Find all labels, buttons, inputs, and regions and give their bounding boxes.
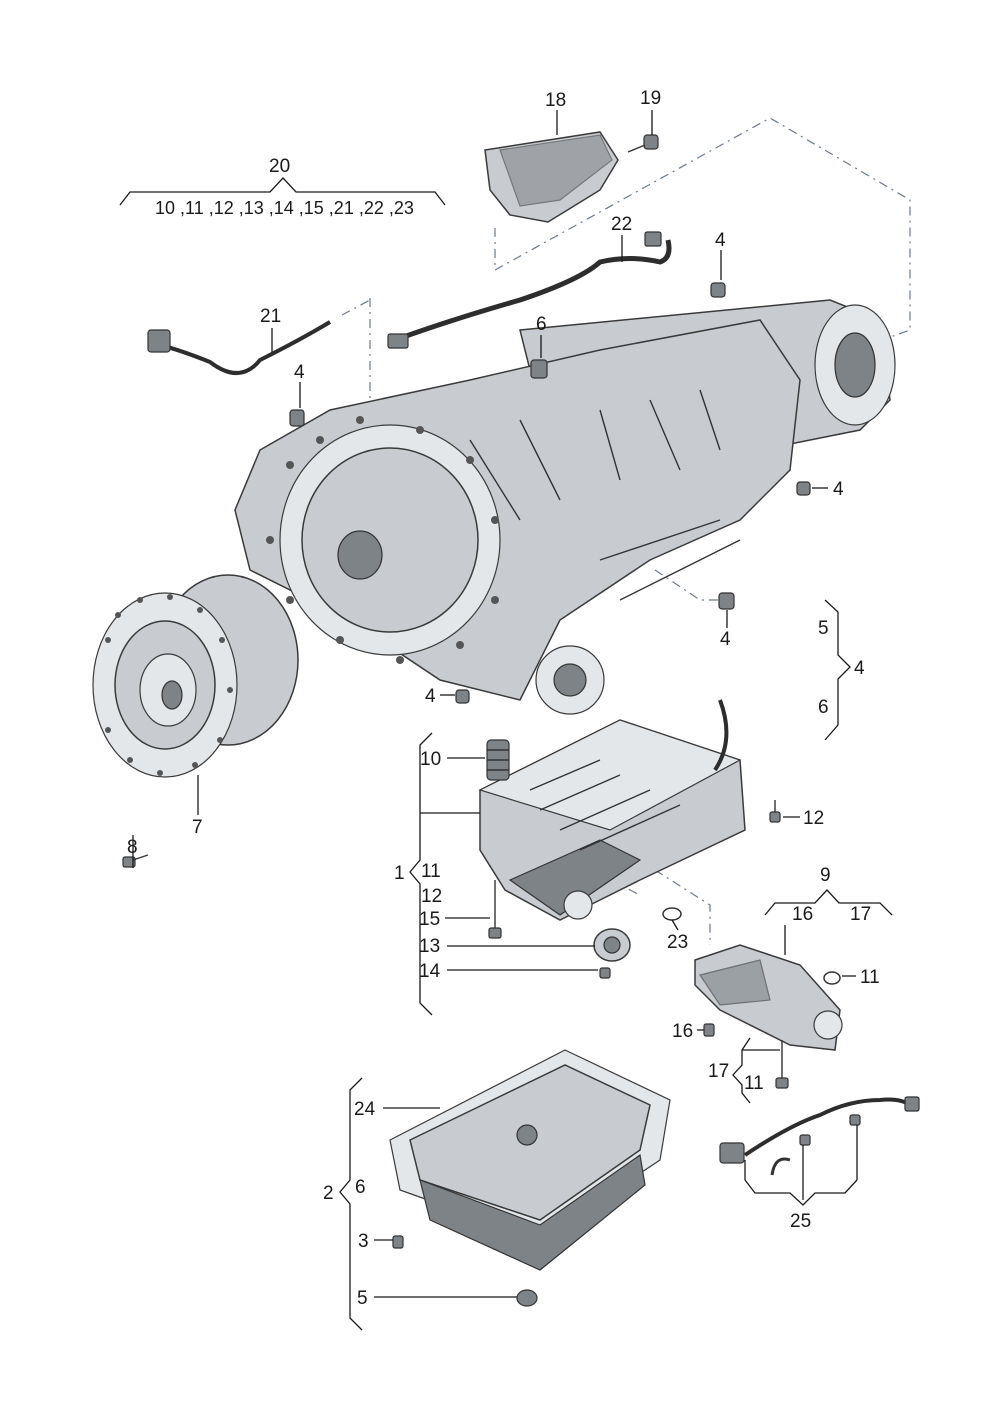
mechatronic-part-1 <box>478 699 746 921</box>
label-12-bolt: 12 <box>803 808 824 829</box>
label-11-bottom: 11 <box>744 1073 764 1094</box>
spring-part-10 <box>486 739 510 781</box>
label-4-top: 4 <box>715 230 726 251</box>
label-4-bottom: 4 <box>425 686 436 707</box>
label-21: 21 <box>260 306 281 327</box>
plug-part-6 <box>530 359 548 379</box>
label-11-group: 11 <box>421 861 441 882</box>
label-17-bottom: 17 <box>708 1061 729 1082</box>
label-20-parts-list: 10 ,11 ,12 ,13 ,14 ,15 ,21 ,22 ,23 <box>155 198 414 218</box>
label-6-top: 6 <box>536 314 547 335</box>
plug-part-4-right <box>796 481 811 496</box>
label-8: 8 <box>127 837 138 858</box>
label-15: 15 <box>419 909 440 930</box>
label-6-bracket: 6 <box>818 697 829 718</box>
label-17-top: 17 <box>850 904 871 925</box>
bolt-part-3 <box>392 1235 404 1249</box>
label-9: 9 <box>820 865 831 886</box>
torque-converter-part-7 <box>92 574 299 778</box>
label-16-bottom: 16 <box>672 1021 693 1042</box>
o-ring-part-23 <box>662 907 682 921</box>
bolt-part-8 <box>122 854 149 868</box>
plug-part-4-top <box>710 282 726 298</box>
label-5-bracket: 5 <box>818 618 829 639</box>
bolt-part-16 <box>703 1023 715 1037</box>
callout-labels: 20 10 ,11 ,12 ,13 ,14 ,15 ,21 ,22 ,23 18… <box>127 88 880 1309</box>
bolt-part-12 <box>769 800 781 823</box>
label-18: 18 <box>545 90 566 111</box>
actuator-part-9 <box>694 944 843 1051</box>
oil-pan-part-2 <box>389 1049 671 1271</box>
label-10: 10 <box>420 749 441 770</box>
label-19: 19 <box>640 88 661 109</box>
bolt-part-15 <box>488 880 502 939</box>
label-2: 2 <box>323 1183 334 1204</box>
label-4-mid: 4 <box>720 629 731 650</box>
wiring-harness-part-21 <box>147 320 332 375</box>
label-12-group: 12 <box>421 886 442 907</box>
label-20: 20 <box>269 156 290 177</box>
label-22: 22 <box>611 214 632 235</box>
transmission-housing <box>234 299 896 715</box>
label-6-pan: 6 <box>355 1177 366 1198</box>
label-4-bracket: 4 <box>854 658 865 679</box>
bolt-part-19 <box>627 134 659 153</box>
o-ring-part-11-right <box>823 971 841 985</box>
label-7: 7 <box>192 817 203 838</box>
plug-part-5-pan <box>516 1289 538 1307</box>
label-16-top: 16 <box>792 904 813 925</box>
label-13: 13 <box>419 936 440 957</box>
leader-lines <box>119 110 893 1331</box>
sleeve-part-13 <box>593 928 631 962</box>
label-23: 23 <box>667 932 688 953</box>
label-3: 3 <box>358 1231 369 1252</box>
heat-shield-part-18 <box>484 131 619 223</box>
label-4-right: 4 <box>833 479 844 500</box>
sensor-part-25 <box>719 1096 920 1176</box>
label-4-left: 4 <box>294 362 305 383</box>
bolt-part-17 <box>775 1040 789 1089</box>
label-14: 14 <box>419 961 441 982</box>
plug-part-4-mid <box>718 592 735 610</box>
label-5-pan: 5 <box>357 1288 368 1309</box>
bolt-part-14 <box>599 967 611 979</box>
plug-part-4-bottom <box>455 689 470 704</box>
plug-part-4-left <box>289 409 305 427</box>
label-24: 24 <box>354 1099 376 1120</box>
wiring-harness-part-22 <box>387 231 672 349</box>
label-11-right: 11 <box>860 967 880 988</box>
label-1: 1 <box>394 863 405 884</box>
label-25: 25 <box>790 1211 811 1232</box>
